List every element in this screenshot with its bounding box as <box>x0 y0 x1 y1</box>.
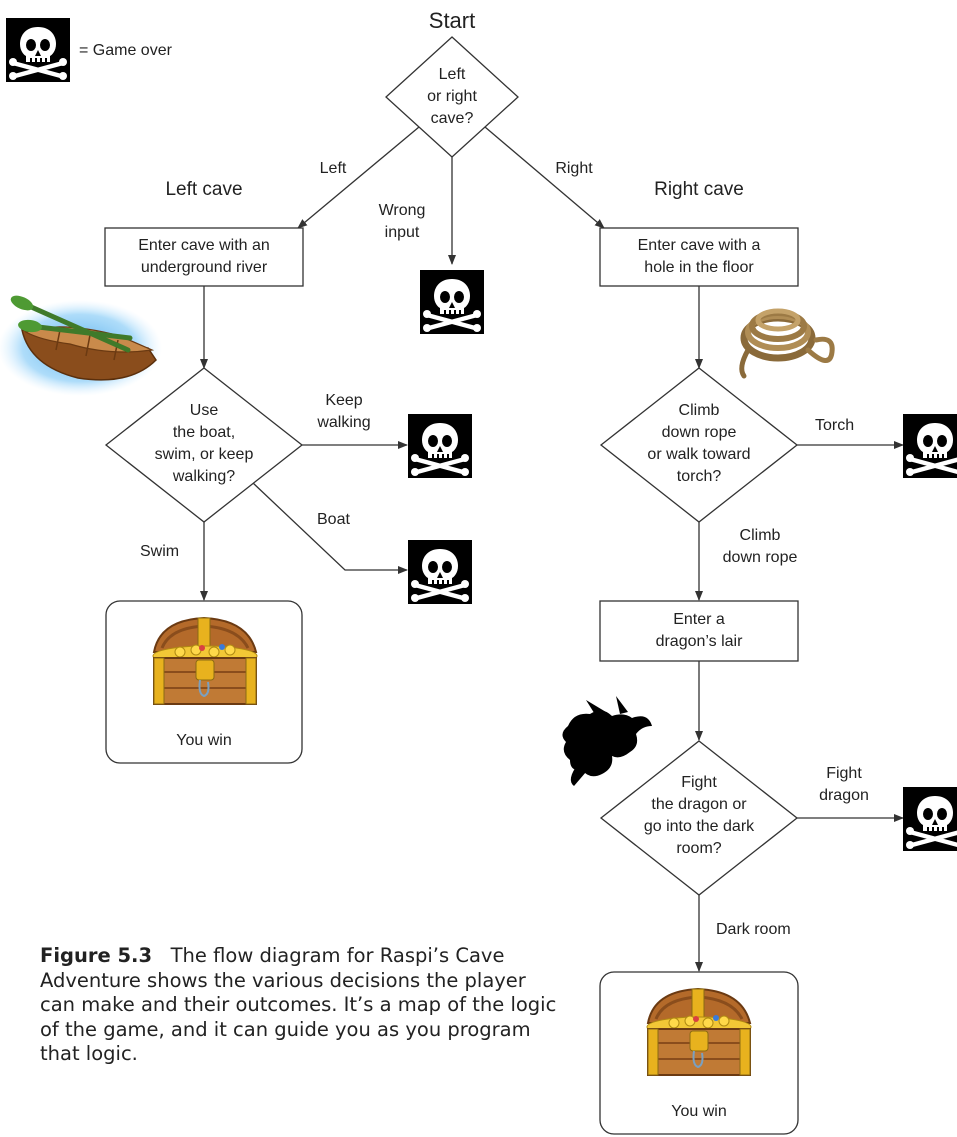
dragon-decision-line: room? <box>676 840 722 857</box>
fight-dragon-line: Fight <box>826 765 862 782</box>
left-branch-arrow <box>297 126 420 229</box>
keep-walking-line: walking <box>317 414 371 431</box>
fight-dragon-line: dragon <box>819 787 869 804</box>
treasure-chest-icon <box>634 983 764 1088</box>
figure-caption-text: The flow diagram for Raspi’s Cave Advent… <box>40 944 557 1065</box>
game-over-skull-icon <box>408 540 472 604</box>
right-cave-box-text: Enter cave with a hole in the floor <box>600 235 798 279</box>
start-decision-line: Left <box>438 66 466 83</box>
game-over-skull-icon <box>903 787 957 851</box>
left-decision-line: Use <box>189 402 219 419</box>
left-decision-line: walking? <box>172 468 236 485</box>
left-decision-line: swim, or keep <box>154 446 254 463</box>
game-over-skull-icon <box>903 414 957 478</box>
left-cave-box-line: Enter cave with an <box>138 237 270 254</box>
dragon-lair-box-text: Enter a dragon’s lair <box>600 609 798 653</box>
right-cave-box <box>599 227 799 287</box>
right-branch-label: Right <box>555 160 593 177</box>
left-cave-box-text: Enter cave with an underground river <box>105 235 303 279</box>
treasure-chest-icon <box>140 612 270 717</box>
climb-label: Climb down rope <box>715 525 805 569</box>
left-cave-heading: Left cave <box>165 179 243 200</box>
right-branch-arrow <box>484 126 605 229</box>
fight-dragon-label: Fight dragon <box>812 763 876 807</box>
right-cave-box-line: hole in the floor <box>644 259 754 276</box>
figure-caption-label: Figure 5.3 <box>40 944 153 967</box>
legend-text: = Game over <box>79 42 172 59</box>
climb-line: Climb <box>739 527 781 544</box>
boat-arrow <box>252 482 408 574</box>
rope-illustration <box>739 308 835 379</box>
right-decision-line: torch? <box>676 468 722 485</box>
left-win-text: You win <box>176 732 232 749</box>
start-title: Start <box>428 8 476 33</box>
right-decision-line: Climb <box>678 402 720 419</box>
climb-line: down rope <box>722 549 798 566</box>
game-over-skull-icon <box>420 270 484 334</box>
start-decision-text: Left or right cave? <box>402 64 502 130</box>
dragon-decision-text: Fight the dragon or go into the dark roo… <box>626 772 772 860</box>
start-decision-line: or right <box>427 88 477 105</box>
dragon-lair-box <box>599 600 799 662</box>
right-decision-line: or walk toward <box>647 446 751 463</box>
dragon-lair-line: dragon’s lair <box>655 633 743 650</box>
boat-label: Boat <box>317 511 350 528</box>
dragon-lair-line: Enter a <box>673 611 725 628</box>
right-cave-heading: Right cave <box>654 179 744 200</box>
keep-walking-label: Keep walking <box>312 390 376 434</box>
dragon-decision-line: go into the dark <box>643 818 755 835</box>
right-win-text: You win <box>671 1103 727 1120</box>
torch-label: Torch <box>815 417 855 434</box>
game-over-skull-icon <box>408 414 472 478</box>
wrong-input-label: Wrong input <box>372 200 432 244</box>
left-branch-label: Left <box>319 160 347 177</box>
dragon-decision-line: Fight <box>681 774 717 791</box>
right-decision-line: down rope <box>661 424 737 441</box>
left-decision-text: Use the boat, swim, or keep walking? <box>134 400 274 488</box>
keep-walking-line: Keep <box>325 392 363 409</box>
start-decision-line: cave? <box>430 110 474 127</box>
wrong-input-line: input <box>384 224 420 241</box>
wrong-input-line: Wrong <box>378 202 426 219</box>
right-decision-text: Climb down rope or walk toward torch? <box>626 400 772 488</box>
dragon-silhouette <box>562 696 652 786</box>
figure-caption: Figure 5.3 The flow diagram for Raspi’s … <box>40 944 560 1067</box>
dark-room-label: Dark room <box>716 921 791 938</box>
swim-label: Swim <box>140 543 180 560</box>
boat-illustration <box>0 295 162 396</box>
left-decision-line: the boat, <box>172 424 236 441</box>
left-cave-box-line: underground river <box>140 259 268 276</box>
legend-skull-icon <box>6 18 70 82</box>
right-cave-box-line: Enter cave with a <box>637 237 761 254</box>
left-cave-box <box>104 227 304 287</box>
dragon-decision-line: the dragon or <box>651 796 747 813</box>
